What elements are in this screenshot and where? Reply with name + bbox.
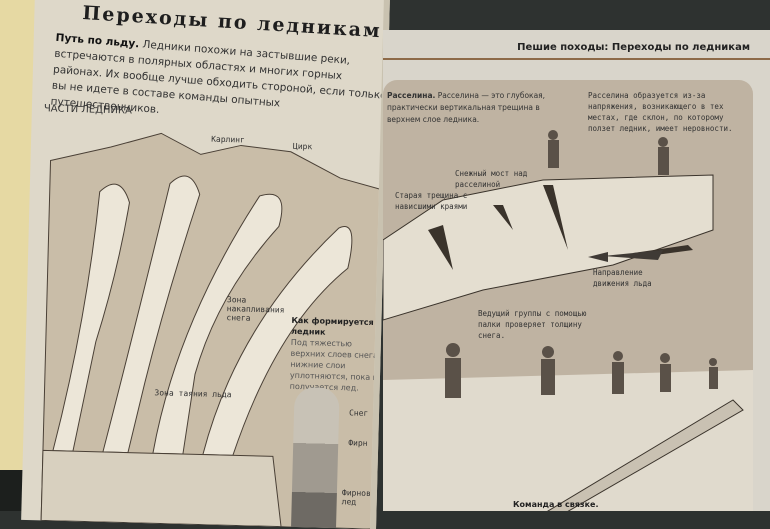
intro-bold: Путь по льду. [55, 31, 140, 51]
label-karling: Карлинг [211, 134, 245, 145]
label-snow-bridge: Снежный мост над расселиной [455, 169, 528, 189]
label-old-crack: Старая трещина с нависшими краями [395, 191, 468, 211]
running-header: Пешие походы: Переходы по ледникам [517, 42, 750, 53]
crevasse-illustration [383, 130, 753, 511]
sidebar-box: Как формируется ледник Под тяжестью верх… [290, 315, 387, 394]
ice-column-illustration [291, 386, 340, 529]
left-page: Переходы по ледникам Путь по льду. Ледни… [21, 0, 390, 529]
layer-label: Фирновый лед [341, 488, 381, 507]
note-top: Расселина образуется из-за напряжения, в… [588, 91, 733, 133]
layer-label: Фирн [348, 438, 368, 448]
crevasse-definition: Расселина. Расселина — это глубокая, пра… [387, 90, 547, 126]
label-cirque: Цирк [292, 141, 313, 152]
section-title: ЧАСТИ ЛЕДНИКА [43, 103, 133, 117]
sidebar-text: Под тяжестью верхних слоев снега нижние … [289, 337, 384, 393]
caption: Команда в связке. [513, 500, 599, 509]
label-leader: Ведущий группы с помощью палки проверяет… [478, 309, 587, 340]
header-rule [383, 58, 770, 60]
crevasse-bold: Расселина. [387, 91, 436, 100]
crevasse-text: Расселина — это глубокая, практически ве… [387, 91, 546, 124]
glacier-illustration [40, 132, 381, 529]
illustration-panel: Расселина. Расселина — это глубокая, пра… [383, 80, 753, 511]
sidebar-title: Как формируется ледник [291, 315, 374, 337]
label-accumulation: Зона накапливания снега [226, 295, 285, 323]
intro-paragraph: Путь по льду. Ледники похожи на застывши… [50, 30, 390, 136]
right-page: Пешие походы: Переходы по ледникам Рассе… [383, 30, 770, 511]
label-direction: Направление движения льда [593, 268, 652, 288]
layer-label: Снег [348, 408, 369, 418]
